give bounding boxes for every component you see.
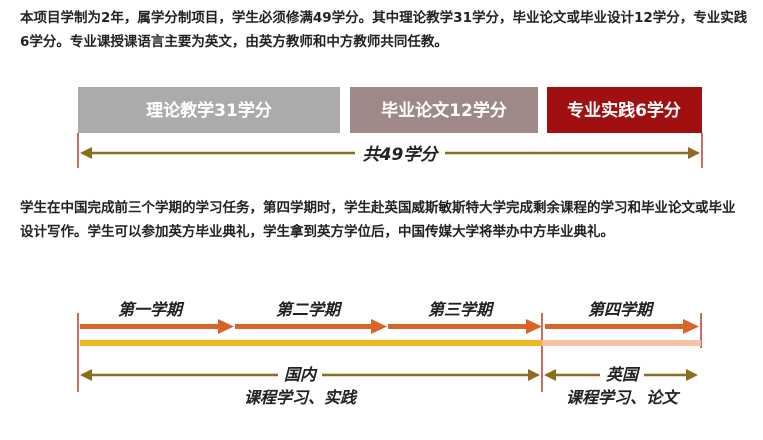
total-credits-arrow — [80, 147, 700, 159]
region-china-name: 国内 — [284, 365, 318, 384]
semester-4-arrow — [545, 324, 685, 329]
credit-segment-theory-label: 理论教学31学分 — [146, 100, 272, 121]
semester-2-arrow — [235, 324, 373, 329]
china-period-bar — [80, 340, 542, 346]
semester-1-arrowhead — [218, 319, 234, 334]
total-credits-label: 共49学分 — [363, 145, 440, 165]
credit-segment-practice-label: 专业实践6学分 — [567, 100, 681, 121]
semester-3-arrow — [388, 324, 528, 329]
semester-3-label: 第三学期 — [428, 300, 495, 319]
semester-timeline: 第一学期 第二学期 第三学期 第四学期 国内 — [77, 300, 702, 407]
credit-segment-theory — [78, 87, 340, 133]
region-uk-activity: 课程学习、论文 — [566, 388, 681, 407]
credit-segment-thesis — [350, 87, 538, 133]
credit-segment-thesis-label: 毕业论文12学分 — [381, 100, 507, 121]
semester-1-label: 第一学期 — [118, 300, 185, 319]
region-uk-name: 英国 — [606, 365, 641, 384]
semester-4-label: 第四学期 — [588, 300, 655, 319]
intro-paragraph: 本项目学制为2年，属学分制项目，学生必须修满49学分。其中理论教学31学分，毕业… — [20, 10, 748, 50]
credits-bar: 理论教学31学分 毕业论文12学分 专业实践6学分 — [78, 87, 702, 133]
credit-segment-practice — [547, 87, 702, 133]
semester-1-arrow — [80, 324, 220, 329]
semester-4-arrowhead — [683, 319, 699, 334]
uk-period-bar — [542, 340, 701, 346]
study-paragraph: 学生在中国完成前三个学期的学习任务，第四学期时，学生赴英国威斯敏斯特大学完成剩余… — [20, 200, 736, 240]
region-china-activity: 课程学习、实践 — [244, 388, 358, 407]
semester-3-arrowhead — [526, 319, 542, 334]
semester-2-label: 第二学期 — [276, 300, 343, 319]
semester-2-arrowhead — [371, 319, 387, 334]
